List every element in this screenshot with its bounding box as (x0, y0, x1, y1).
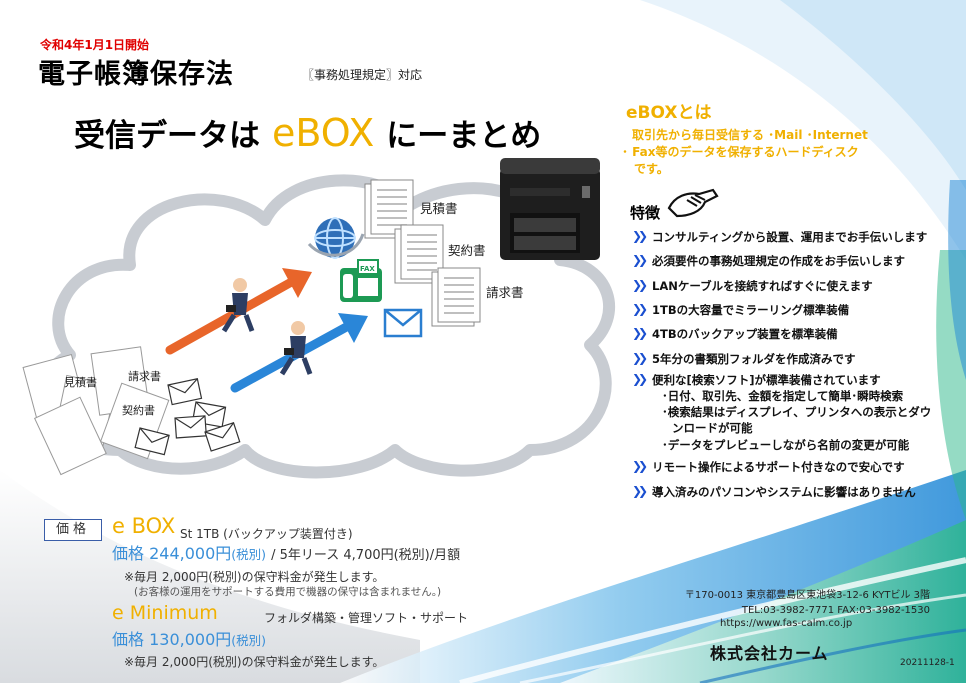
svg-text:FAX: FAX (360, 265, 375, 273)
feature-subitem-2: ･検索結果はディスプレイ、プリンタへの表示とダウ (662, 405, 932, 419)
ebox-desc-line-1: 取引先から毎日受信する ･Mail ･Internet (632, 128, 868, 142)
price-eminimum-amount: 価格 130,000円 (112, 630, 232, 649)
fax-icon: FAX (340, 259, 382, 302)
chevron-right-icon: ❯❯ (632, 326, 648, 340)
price-eminimum-tax: (税別) (231, 633, 267, 648)
feature-item-2: ❯❯ 必須要件の事務処理規定の作成をお手伝いします (632, 253, 905, 268)
envelope-pile (134, 378, 241, 456)
product-name-eminimum: e Minimum (112, 602, 218, 624)
feature-item-8: ❯❯ リモート操作によるサポート付きなので安心です (632, 459, 905, 474)
company-address: 〒170-0013 東京都豊島区東池袋3-12-6 KYTビル 3階 (684, 590, 930, 601)
chevron-right-icon: ❯❯ (632, 351, 648, 365)
chevron-right-icon: ❯❯ (632, 372, 648, 386)
pile-label-estimate: 見積書 (64, 376, 97, 389)
feature-item-1: ❯❯ コンサルティングから設置、運用までお手伝いします (632, 229, 928, 244)
businessman-icon (221, 278, 255, 333)
handshake-icon (667, 188, 719, 218)
feature-subitem-4: ･データをプレビューしながら名前の変更が可能 (662, 438, 910, 452)
chevron-right-icon: ❯❯ (632, 229, 648, 243)
chevron-right-icon: ❯❯ (632, 459, 648, 473)
pile-label-invoice: 請求書 (128, 370, 161, 383)
nas-device (500, 158, 600, 260)
headline-prefix: 受信データは (74, 118, 260, 154)
document-stack-invoice (431, 267, 481, 327)
headline: 受信データは eBOX にーまとめ (74, 110, 541, 155)
feature-subitem-3: ンロードが可能 (672, 421, 753, 435)
price-ebox-amount: 価格 244,000円 (112, 544, 232, 563)
doc-label-contract: 契約書 (448, 243, 486, 258)
product-name-ebox: e BOX (112, 514, 176, 538)
feature-item-9: ❯❯ 導入済みのパソコンやシステムに影響はありません (632, 484, 916, 499)
price-ebox-note: ※毎月 2,000円(税別)の保守料金が発生します。 (124, 570, 385, 584)
feature-subitem-1: ･日付、取引先、金額を指定して簡単･瞬時検索 (662, 389, 904, 403)
company-address-block: 〒170-0013 東京都豊島区東池袋3-12-6 KYTビル 3階 TEL:0… (668, 588, 930, 618)
chevron-right-icon: ❯❯ (632, 253, 648, 267)
ebox-desc-line-3: です。 (634, 162, 669, 176)
price-eminimum: 価格 130,000円(税別) (112, 626, 266, 650)
globe-icon (307, 217, 365, 259)
ebox-about-description: 取引先から毎日受信する ･Mail ･Internet ･ Fax等のデータを保… (622, 127, 892, 178)
doc-label-estimate: 見積書 (420, 201, 458, 216)
product-model-ebox: St 1TB (バックアップ装置付き) (180, 527, 353, 541)
chevron-right-icon: ❯❯ (632, 302, 648, 316)
feature-item-6: ❯❯ 5年分の書類別フォルダを作成済みです (632, 351, 856, 366)
feature-item-5: ❯❯ 4TBのバックアップ装置を標準装備 (632, 326, 838, 341)
price-label-box: 価格 (44, 519, 102, 541)
law-subtitle: 〖事務処理規定〗対応 (302, 68, 423, 82)
company-name: 株式会社カーム (710, 644, 829, 663)
headline-suffix: にーまとめ (386, 118, 542, 154)
feature-item-4: ❯❯ 1TBの大容量でミラーリング標準装備 (632, 302, 850, 317)
document-stack-contract (394, 224, 444, 284)
price-ebox: 価格 244,000円(税別) / 5年リース 4,700円(税別)/月額 (112, 540, 460, 564)
start-date-notice: 令和4年1月1日開始 (40, 38, 150, 52)
mail-icon (383, 308, 423, 338)
price-ebox-note-detail: (お客様の運用をサポートする費用で機器の保守は含まれません。) (134, 586, 442, 598)
feature-item-7: ❯❯ 便利な[検索ソフト]が標準装備されています (632, 372, 881, 387)
headline-brand: eBOX (272, 111, 375, 155)
law-title: 電子帳簿保存法 (38, 59, 234, 90)
document-number: 20211128-1 (900, 658, 955, 668)
price-eminimum-note: ※毎月 2,000円(税別)の保守料金が発生します。 (124, 655, 385, 669)
chevron-right-icon: ❯❯ (632, 484, 648, 498)
chevron-right-icon: ❯❯ (632, 278, 648, 292)
doc-label-invoice: 請求書 (486, 285, 524, 300)
company-website[interactable]: https://www.fas-calm.co.jp (720, 618, 853, 629)
ebox-desc-line-2: ･ Fax等のデータを保存するハードディスク (622, 145, 859, 159)
price-ebox-lease: / 5年リース 4,700円(税別)/月額 (271, 548, 461, 563)
businessman-icon-2 (279, 321, 313, 376)
feature-item-3: ❯❯ LANケーブルを接続すればすぐに使えます (632, 278, 873, 293)
ebox-about-heading: eBOXとは (626, 103, 712, 123)
product-desc-eminimum: フォルダ構築・管理ソフト・サポート (264, 611, 469, 625)
cloud-illustration: FAX (22, 158, 616, 479)
company-tel-fax: TEL:03-3982-7771 FAX:03-3982-1530 (741, 605, 930, 616)
price-ebox-tax: (税別) (231, 547, 267, 562)
features-heading: 特徴 (630, 204, 661, 222)
pile-label-contract: 契約書 (122, 404, 155, 417)
